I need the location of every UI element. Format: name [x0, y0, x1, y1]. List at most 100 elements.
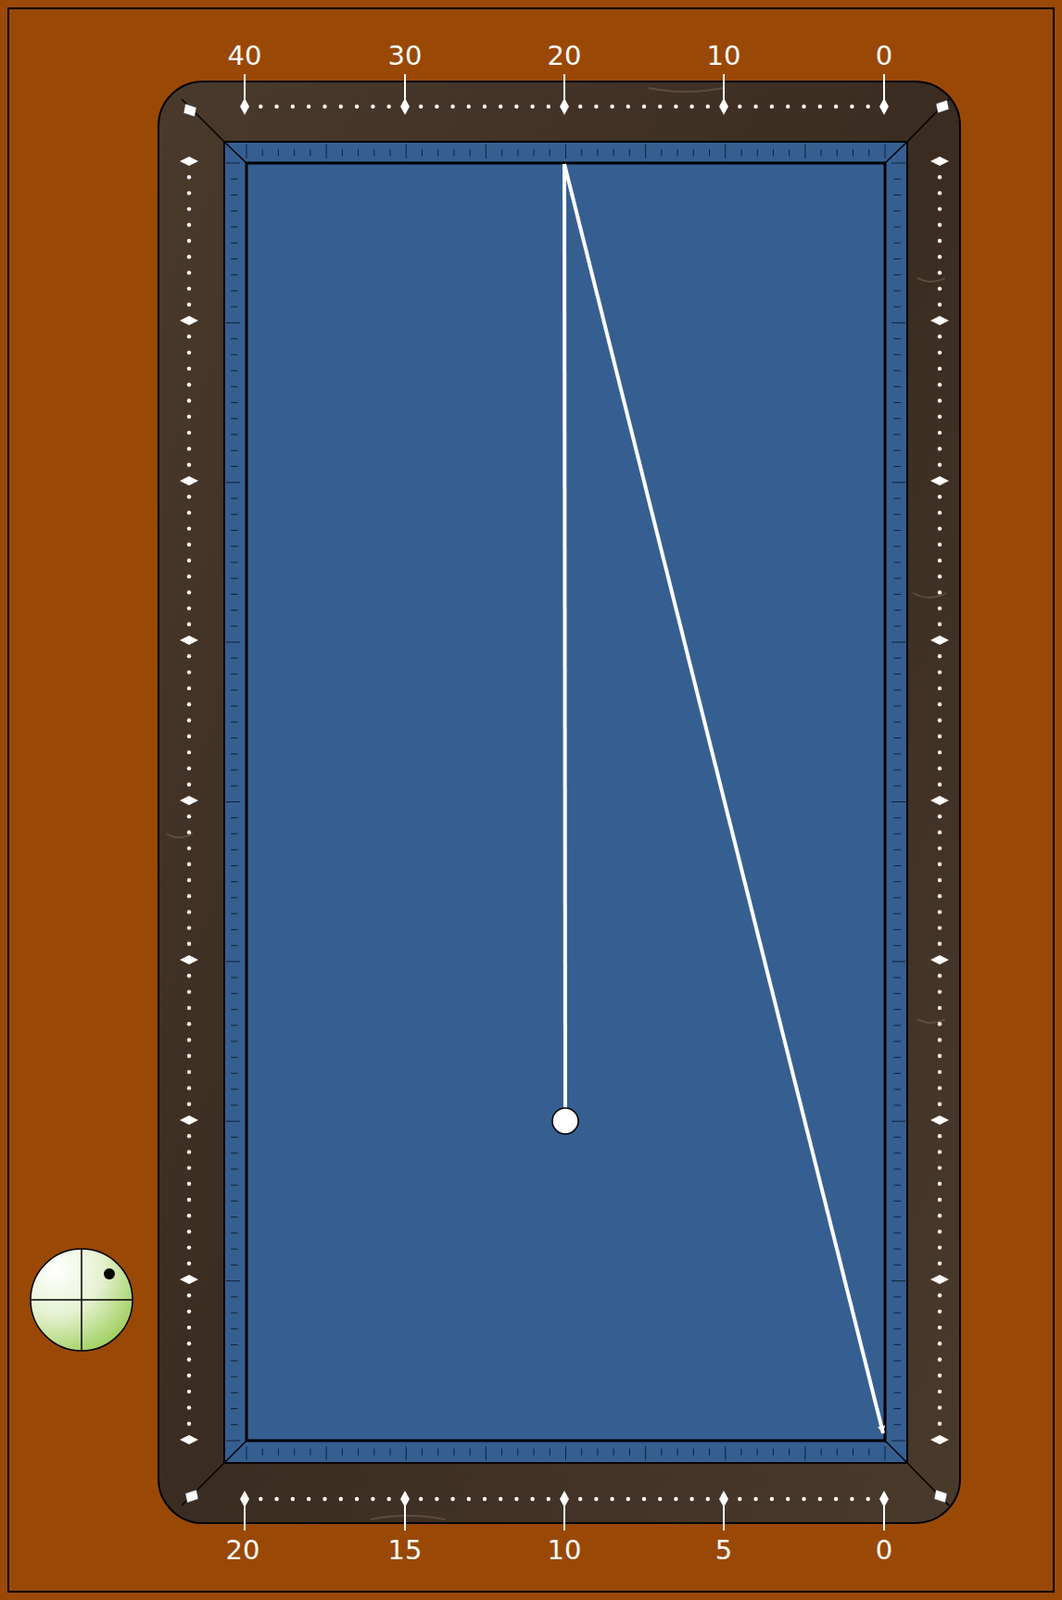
cushion-tick [230, 721, 239, 723]
cushion-tick [894, 1105, 902, 1107]
rail-dot [578, 104, 582, 109]
rail-dot [937, 463, 942, 468]
cushion-tick [894, 1137, 902, 1138]
rail-dot [937, 494, 942, 499]
cushion-tick [230, 1249, 239, 1251]
cushion-tick [894, 514, 902, 516]
diamond-marker [179, 796, 199, 806]
cushion-tick [894, 210, 902, 212]
rail-dot [937, 1037, 942, 1042]
rail-dot [937, 1262, 942, 1266]
cushion-tick [226, 1441, 241, 1442]
cushion-tick [230, 625, 239, 627]
cushion-tick [894, 434, 902, 436]
rail-dot [187, 494, 191, 499]
rail-dot [187, 303, 191, 307]
cushion-tick [230, 849, 239, 851]
cushion-tick [894, 1408, 902, 1410]
cushion-tick [230, 1201, 239, 1202]
diamond-marker [879, 1491, 889, 1508]
cue-ball [552, 1108, 579, 1135]
diamond-marker [179, 635, 199, 645]
cushion-tick [894, 1009, 902, 1011]
cushion-tick [230, 706, 239, 708]
cushion-tick [613, 1449, 615, 1457]
rail-dot [937, 558, 942, 563]
cushion-tick [230, 514, 239, 516]
rail-dot [187, 670, 191, 674]
cushion-tick [230, 1232, 239, 1234]
rail-dot [937, 175, 942, 179]
rail-dot [937, 430, 942, 435]
cushion-tick [894, 1088, 902, 1090]
cushion-tick [226, 481, 241, 483]
cushion-tick [230, 673, 239, 675]
diamond-marker [930, 1115, 949, 1126]
cushion-tick [262, 149, 264, 157]
diamond-marker [719, 1491, 729, 1508]
cushion-tick [230, 1009, 239, 1011]
diamond-marker [559, 98, 569, 115]
cushion-tick [230, 609, 239, 611]
cushion-tick [501, 149, 503, 157]
rail-dot [937, 446, 942, 451]
cushion-tick [894, 258, 902, 260]
cushion-tick [390, 1449, 392, 1457]
cushion-tick [230, 370, 239, 372]
cushion-tick [708, 149, 710, 157]
cushion-tick [230, 434, 239, 436]
rail-dot [937, 702, 942, 707]
diamond-marker [400, 1491, 410, 1508]
diamond-marker [179, 476, 199, 486]
cushion-tick [894, 466, 902, 468]
cushion-tick [230, 1313, 239, 1315]
rail-dot [937, 862, 942, 867]
rail-dot [937, 223, 942, 228]
cushion-tick [565, 144, 567, 159]
cushion-tick [894, 1201, 902, 1202]
rail-dot [187, 1086, 191, 1090]
rail-dot [187, 1405, 191, 1410]
cushion-tick [894, 450, 902, 452]
rail-dot [306, 104, 311, 109]
cushion-tick [894, 721, 902, 723]
rail-dot [937, 942, 942, 947]
rail-dot [187, 686, 191, 691]
cushion-tick [230, 210, 239, 212]
cushion-tick [894, 785, 902, 787]
cushion-tick [230, 1408, 239, 1410]
cushion-tick [453, 149, 455, 157]
cushion-tick [230, 785, 239, 787]
cushion-tick [230, 1377, 239, 1379]
rail-dot [937, 382, 942, 387]
leader-line [243, 74, 246, 101]
cushion-tick [894, 753, 902, 755]
rail-dot [937, 1198, 942, 1202]
rail-dot [187, 543, 191, 547]
rail-dot [937, 1150, 942, 1154]
rail-dot [673, 104, 678, 109]
rail-dot [801, 1497, 806, 1502]
cushion-tick [894, 561, 902, 563]
cushion-tick [894, 274, 902, 276]
diamond-number: 10 [707, 42, 742, 70]
cushion-tick [708, 1449, 710, 1457]
rail-dot [187, 750, 191, 755]
rail-dot [187, 510, 191, 515]
rail-dot [187, 430, 191, 435]
cushion-tick [246, 144, 248, 159]
cushion-tick [894, 1377, 902, 1379]
rail-dot [937, 894, 942, 898]
cushion-tick [660, 149, 662, 157]
cushion-tick [724, 144, 726, 159]
rail-dot [434, 1497, 439, 1502]
cushion-tick [894, 689, 902, 691]
cushion-tick [894, 370, 902, 372]
rail-dot [187, 1165, 191, 1170]
cushion-tick [894, 817, 902, 819]
cushion-tick [341, 149, 343, 157]
rail-dot [866, 104, 871, 109]
rail-dot [187, 622, 191, 627]
rail-dot [737, 1497, 742, 1502]
cushion-tick [230, 881, 239, 883]
